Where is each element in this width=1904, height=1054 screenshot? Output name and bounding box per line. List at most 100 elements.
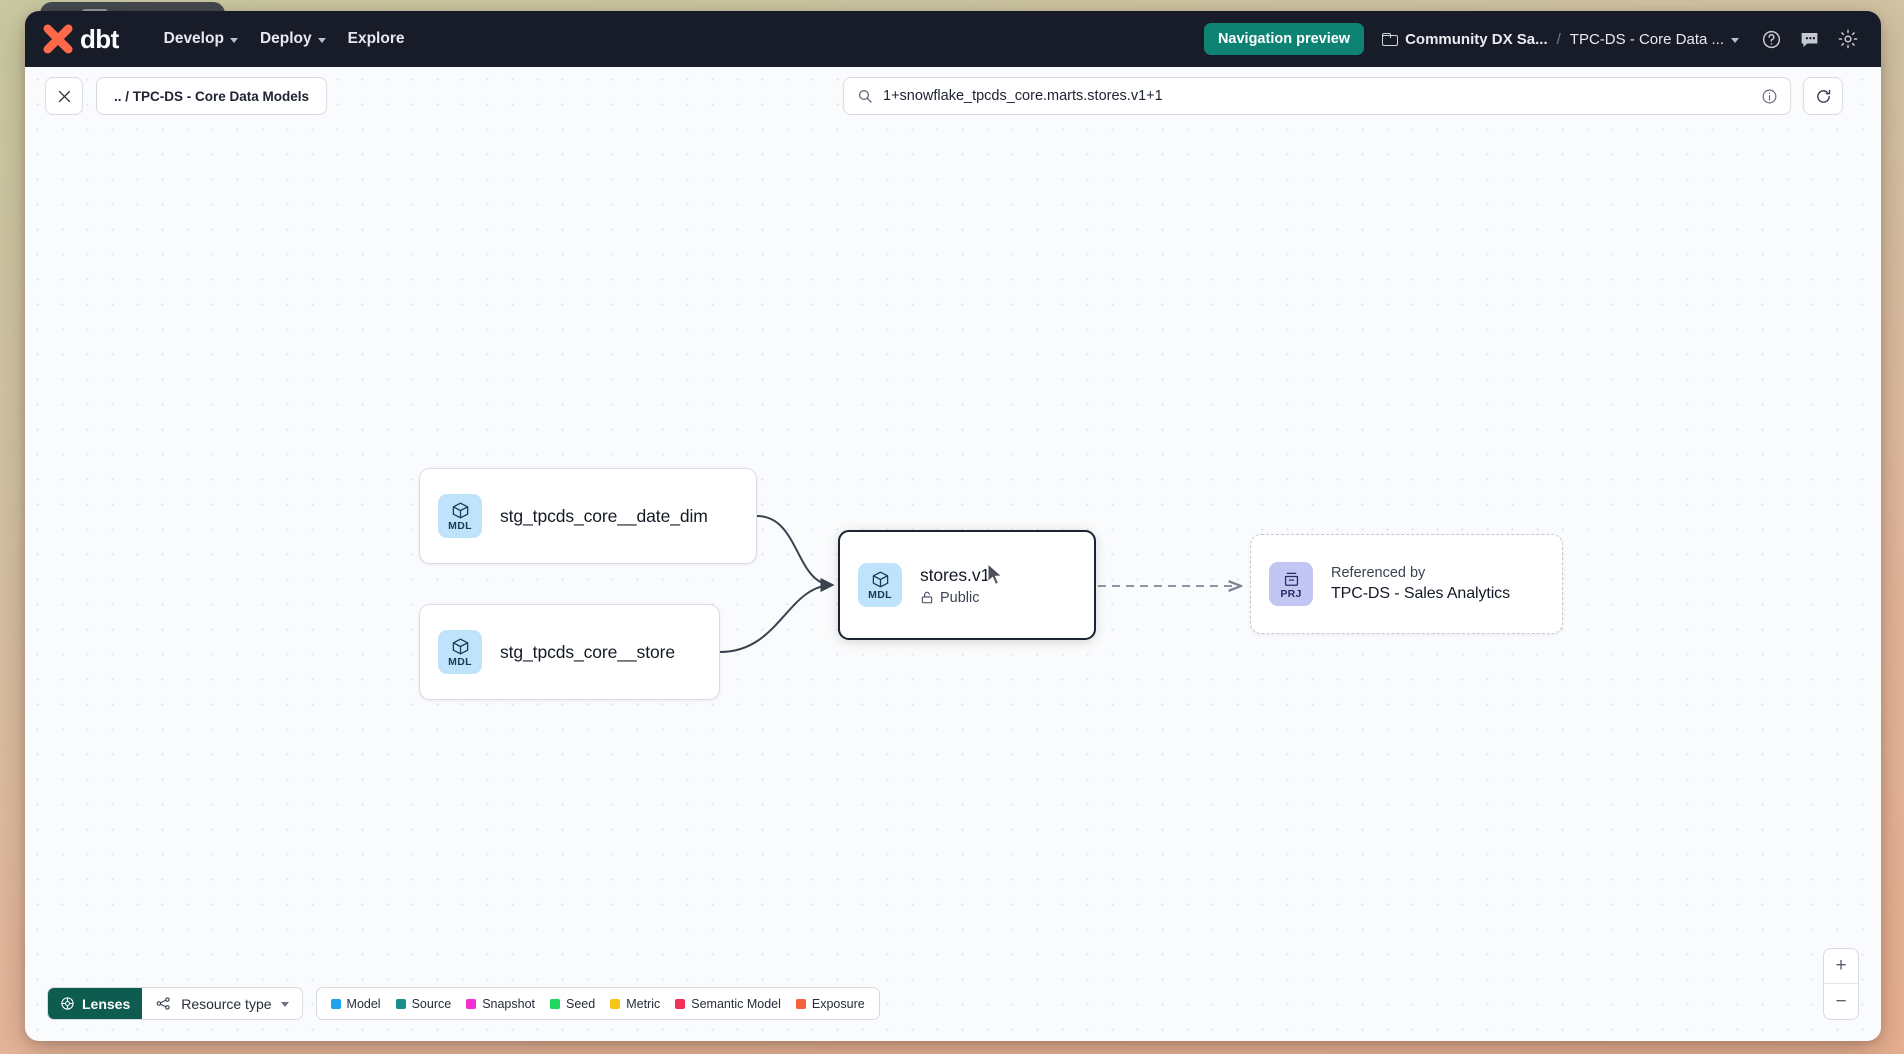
search-icon xyxy=(858,89,872,103)
cube-icon xyxy=(452,502,468,519)
legend-item-model: Model xyxy=(330,996,381,1011)
node-title: stg_tpcds_core__date_dim xyxy=(500,505,708,526)
resource-type-legend: Model Source Snapshot Seed Metric xyxy=(315,987,880,1020)
breadcrumb-project[interactable]: TPC-DS - Core Data ... xyxy=(1570,31,1739,48)
lineage-toolbar: .. / TPC-DS - Core Data Models xyxy=(25,67,1881,125)
legend-item-seed: Seed xyxy=(550,997,595,1011)
node-body: stg_tpcds_core__store xyxy=(500,642,675,663)
chevron-down-icon xyxy=(280,1002,289,1007)
bottom-left-controls: Lenses Resource type Model xyxy=(47,987,880,1020)
legend-swatch xyxy=(466,998,477,1009)
nodes-icon xyxy=(156,997,170,1010)
info-circle-icon[interactable] xyxy=(1761,88,1778,105)
cube-icon xyxy=(872,571,888,588)
zoom-in-button[interactable]: + xyxy=(1824,949,1858,984)
legend-swatch xyxy=(675,998,686,1009)
legend-item-exposure: Exposure xyxy=(795,996,865,1011)
legend-item-source: Source xyxy=(395,997,451,1011)
lineage-search-area xyxy=(843,77,1843,115)
nav-item-develop[interactable]: Develop xyxy=(153,23,249,55)
legend-item-semantic-model: Semantic Model xyxy=(675,997,781,1011)
node-access-row: Public xyxy=(920,590,990,606)
model-badge: MDL xyxy=(438,494,482,538)
legend-label: Semantic Model xyxy=(691,996,781,1011)
lineage-search-input[interactable] xyxy=(883,88,1751,104)
top-navigation-bar: dbt Develop Deploy Explore Navigation pr… xyxy=(25,11,1881,67)
legend-label: Snapshot xyxy=(482,996,536,1011)
lineage-node-stores-v1[interactable]: MDL stores.v1 Public xyxy=(838,530,1096,640)
legend-label: Model xyxy=(346,996,381,1011)
lineage-node-stg-tpcds-core-date-dim[interactable]: MDL stg_tpcds_core__date_dim xyxy=(419,468,757,564)
account-project-breadcrumb: Community DX Sa... / TPC-DS - Core Data … xyxy=(1382,31,1739,48)
chevron-down-icon xyxy=(1731,37,1739,43)
lineage-breadcrumb-pill[interactable]: .. / TPC-DS - Core Data Models xyxy=(96,77,328,115)
breadcrumb-account[interactable]: Community DX Sa... xyxy=(1382,31,1548,48)
zoom-out-button[interactable]: − xyxy=(1835,990,1847,1012)
gear-icon[interactable] xyxy=(1837,28,1859,50)
breadcrumb-separator: / xyxy=(1556,30,1561,48)
nav-item-deploy[interactable]: Deploy xyxy=(249,23,337,55)
chat-feedback-icon[interactable] xyxy=(1799,29,1820,50)
legend-swatch xyxy=(610,998,621,1009)
legend-swatch xyxy=(330,998,341,1009)
unlock-icon xyxy=(921,591,933,604)
lineage-node-referenced-by-project[interactable]: PRJ Referenced by TPC-DS - Sales Analyti… xyxy=(1250,534,1563,634)
lenses-button[interactable]: Lenses xyxy=(48,988,143,1019)
nav-item-explore-label: Explore xyxy=(347,30,405,47)
brand-wordmark: dbt xyxy=(80,23,119,54)
edge-datedim-to-stores xyxy=(756,515,835,592)
navigation-preview-button[interactable]: Navigation preview xyxy=(1203,23,1365,55)
legend-item-snapshot: Snapshot xyxy=(466,997,535,1011)
lineage-search-box[interactable] xyxy=(843,77,1791,115)
resource-type-dropdown[interactable]: Resource type xyxy=(142,988,302,1019)
nav-icon-group xyxy=(1761,28,1859,50)
lineage-canvas[interactable]: MDL stg_tpcds_core__date_dim MDL stg_tpc… xyxy=(25,67,1881,1041)
legend-label: Metric xyxy=(626,996,661,1011)
lenses-button-label: Lenses xyxy=(82,995,131,1012)
lineage-edges xyxy=(719,515,1881,653)
node-eyebrow: Referenced by xyxy=(1331,565,1426,581)
refresh-button[interactable] xyxy=(1803,77,1843,115)
nav-item-deploy-label: Deploy xyxy=(259,30,312,47)
model-badge-label: MDL xyxy=(868,588,892,601)
resource-type-label: Resource type xyxy=(181,995,272,1012)
node-body: stg_tpcds_core__date_dim xyxy=(500,506,708,527)
node-access-label: Public xyxy=(940,589,980,606)
nav-item-develop-label: Develop xyxy=(163,30,224,47)
node-title: stg_tpcds_core__store xyxy=(500,641,675,662)
refresh-icon xyxy=(1816,89,1830,103)
model-badge: MDL xyxy=(858,563,902,607)
breadcrumb-project-label: TPC-DS - Core Data ... xyxy=(1569,30,1724,48)
edge-store-to-stores xyxy=(719,578,835,653)
close-icon xyxy=(58,90,70,102)
legend-label: Exposure xyxy=(811,996,865,1011)
node-title: stores.v1 xyxy=(920,564,991,585)
cube-icon xyxy=(452,638,468,655)
dbt-logo[interactable]: dbt xyxy=(43,24,119,55)
dbt-mark-icon xyxy=(43,24,73,54)
legend-swatch xyxy=(550,998,561,1009)
legend-label: Seed xyxy=(566,996,596,1011)
zoom-controls: + − xyxy=(1823,948,1859,1020)
lens-icon xyxy=(61,997,74,1010)
help-circle-icon[interactable] xyxy=(1761,29,1782,50)
app-window: dbt Develop Deploy Explore Navigation pr… xyxy=(25,11,1881,1041)
legend-swatch xyxy=(795,998,806,1009)
lineage-node-stg-tpcds-core-store[interactable]: MDL stg_tpcds_core__store xyxy=(419,604,720,700)
chevron-down-icon xyxy=(317,37,326,43)
nav-item-explore[interactable]: Explore xyxy=(337,23,416,55)
node-body: stores.v1 Public xyxy=(920,565,990,606)
breadcrumb-account-label: Community DX Sa... xyxy=(1405,30,1548,48)
legend-swatch xyxy=(395,998,406,1009)
model-badge: MDL xyxy=(438,630,482,674)
project-badge: PRJ xyxy=(1269,562,1313,606)
project-badge-label: PRJ xyxy=(1280,587,1302,600)
lens-control-group: Lenses Resource type xyxy=(47,987,303,1020)
node-title: TPC-DS - Sales Analytics xyxy=(1331,585,1510,602)
folder-icon xyxy=(1382,32,1399,46)
stack-icon xyxy=(1284,572,1298,586)
close-button[interactable] xyxy=(45,77,83,115)
legend-item-metric: Metric xyxy=(610,997,660,1011)
model-badge-label: MDL xyxy=(448,519,472,532)
node-body: Referenced by TPC-DS - Sales Analytics xyxy=(1331,565,1510,603)
